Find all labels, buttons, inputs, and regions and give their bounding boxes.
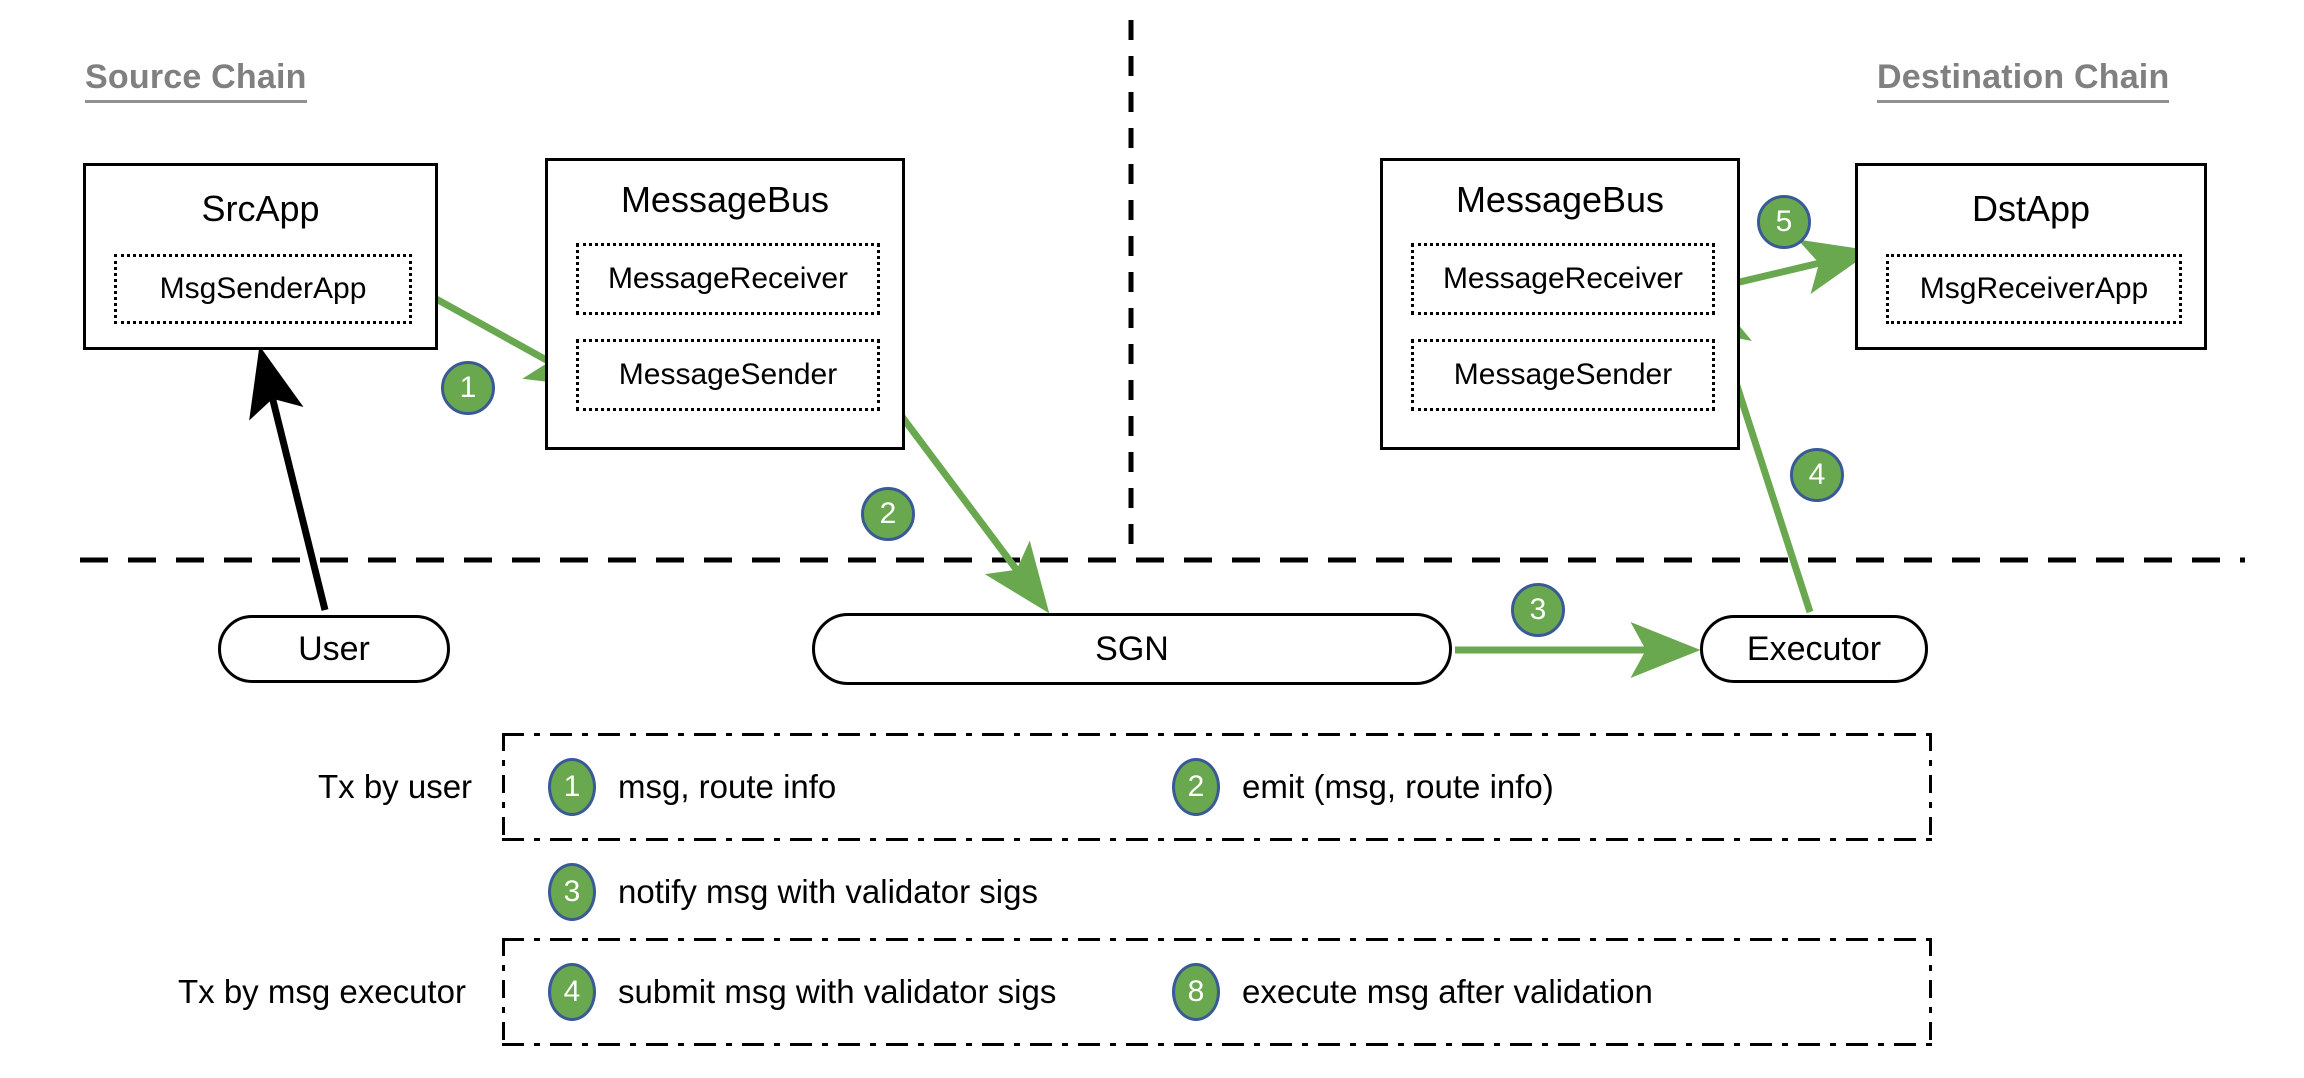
step-badge-2: 2 (861, 487, 915, 541)
msgsenderapp-box[interactable]: MsgSenderApp (114, 254, 412, 324)
legend-badge-1: 1 (548, 758, 596, 816)
dstapp-box[interactable]: DstApp MsgReceiverApp (1855, 163, 2207, 350)
srcapp-title: SrcApp (201, 188, 320, 229)
legend-badge-4: 4 (548, 963, 596, 1021)
legend-item-3: 3 notify msg with validator sigs (548, 863, 1038, 921)
step-badge-1: 1 (441, 361, 495, 415)
dstapp-title: DstApp (1971, 188, 2091, 229)
msgreceiverapp-box[interactable]: MsgReceiverApp (1886, 254, 2182, 324)
legend: Tx by user Tx by msg executor 1 msg, rou… (0, 718, 2304, 1078)
destination-messagebus-title: MessageBus (1455, 179, 1665, 220)
destination-messagereceiver-box[interactable]: MessageReceiver (1411, 243, 1715, 315)
executor-node[interactable]: Executor (1700, 615, 1928, 683)
source-messagesender-box[interactable]: MessageSender (576, 339, 880, 411)
user-node[interactable]: User (218, 615, 450, 683)
legend-item-4: 4 submit msg with validator sigs (548, 963, 1056, 1021)
legend-caption-tx-by-msg-executor: Tx by msg executor (178, 973, 466, 1010)
step-badge-3: 3 (1511, 583, 1565, 637)
legend-item-2: 2 emit (msg, route info) (1172, 758, 1554, 816)
source-messagebus-box[interactable]: MessageBus MessageReceiver MessageSender (545, 158, 905, 450)
legend-text-3: notify msg with validator sigs (618, 873, 1038, 910)
step-badge-4: 4 (1790, 448, 1844, 502)
legend-text-2: emit (msg, route info) (1242, 768, 1554, 805)
legend-text-4: submit msg with validator sigs (618, 973, 1057, 1010)
source-chain-label: Source Chain (85, 58, 307, 103)
legend-badge-2: 2 (1172, 758, 1220, 816)
srcapp-box[interactable]: SrcApp MsgSenderApp (83, 163, 438, 350)
destination-chain-label: Destination Chain (1877, 58, 2170, 103)
source-messagereceiver-box[interactable]: MessageReceiver (576, 243, 880, 315)
legend-text-8: execute msg after validation (1242, 973, 1653, 1010)
legend-caption-tx-by-user: Tx by user (318, 768, 473, 805)
legend-badge-8: 8 (1172, 963, 1220, 1021)
destination-messagesender-box[interactable]: MessageSender (1411, 339, 1715, 411)
legend-item-1: 1 msg, route info (548, 758, 836, 816)
arrow-user-to-srcapp (249, 345, 329, 611)
legend-item-8: 8 execute msg after validation (1172, 963, 1653, 1021)
sgn-node[interactable]: SGN (812, 613, 1452, 685)
legend-badge-3: 3 (548, 863, 596, 921)
legend-text-1: msg, route info (618, 768, 837, 805)
source-messagebus-title: MessageBus (620, 179, 830, 220)
destination-messagebus-box[interactable]: MessageBus MessageReceiver MessageSender (1380, 158, 1740, 450)
step-badge-5: 5 (1757, 195, 1811, 249)
